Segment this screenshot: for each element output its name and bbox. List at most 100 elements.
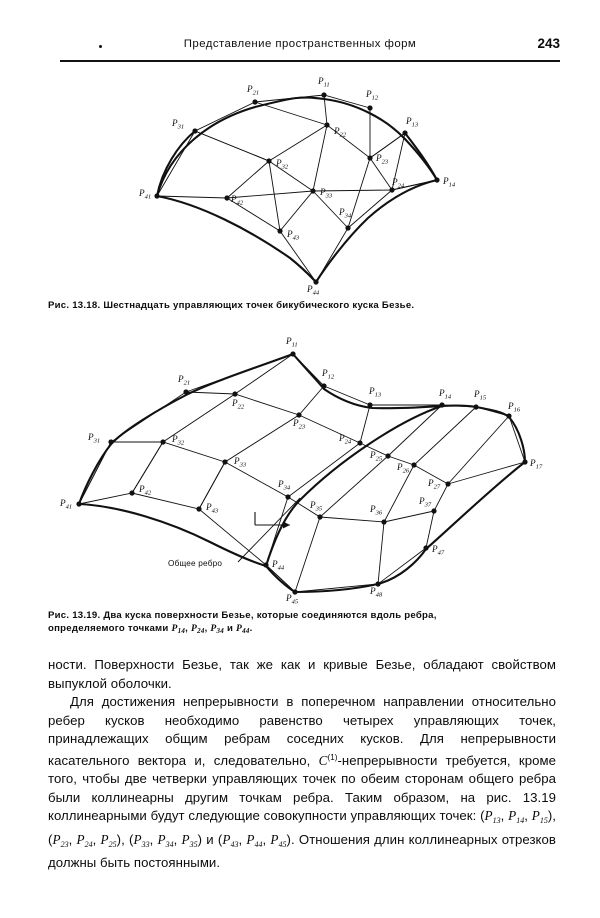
control-point-subscript: 12 <box>328 374 335 381</box>
control-point-label-p11: P11 <box>285 336 298 349</box>
figure-13-19-caption: Рис. 13.19. Два куска поверхности Безье,… <box>48 610 553 637</box>
control-point-label-p13: P13 <box>405 116 419 129</box>
page-number: 243 <box>537 36 560 51</box>
control-point-subscript: 34 <box>283 485 291 492</box>
collinear-point-p25: P25 <box>100 831 117 849</box>
collinear-point-subscript: 44 <box>254 839 263 849</box>
control-point-subscript: 33 <box>239 462 247 469</box>
control-point-subscript: 17 <box>536 464 543 471</box>
control-point-label-p22: P22 <box>333 126 347 139</box>
control-point-label-p12: P12 <box>365 89 379 102</box>
collinear-point-subscript: 24 <box>84 839 93 849</box>
control-point-subscript: 27 <box>434 484 441 491</box>
control-point-label-p42: P42 <box>230 194 244 207</box>
caption-1-prefix: Рис. 13.18. <box>48 300 101 311</box>
caption-point-subscript: 14 <box>177 626 186 635</box>
collinear-point-groups: (P13, P14, P15), (P23, P24, P25), (P33, … <box>48 808 556 849</box>
control-point-label-p21: P21 <box>177 374 190 387</box>
caption-2-line2-lead: определяемого точками <box>48 622 169 634</box>
collinear-point-p15: P15 <box>531 808 548 826</box>
caption-2-line1: Два куска поверхности Безье, которые сое… <box>103 610 437 621</box>
control-point-subscript: 41 <box>145 194 152 201</box>
control-point-label-p25: P25 <box>369 450 383 463</box>
control-point-subscript: 31 <box>177 124 185 131</box>
control-point-label-p35: P35 <box>309 500 323 513</box>
control-point-label-p36: P36 <box>369 504 383 517</box>
fig1-control-points <box>154 92 440 285</box>
collinear-point-subscript: 23 <box>60 839 69 849</box>
control-point-label-p24: P24 <box>338 433 352 446</box>
control-point-label-p14: P14 <box>442 176 456 189</box>
collinear-point-subscript: 34 <box>165 839 174 849</box>
control-point-subscript: 22 <box>238 404 245 411</box>
caption-2-point-list: P14, P24, P34 и P44. <box>171 622 253 635</box>
control-point-label-p22: P22 <box>231 398 245 411</box>
caption-point-subscript: 24 <box>197 626 205 635</box>
control-point-label-p43: P43 <box>286 229 300 242</box>
control-point-label-p41: P41 <box>59 498 72 511</box>
control-point-label-p12: P12 <box>321 368 335 381</box>
control-point-label-p33: P33 <box>319 187 333 200</box>
control-point-subscript: 31 <box>93 438 101 445</box>
collinear-point-subscript: 35 <box>189 839 198 849</box>
control-point-subscript: 13 <box>375 392 382 399</box>
collinear-point-subscript: 45 <box>278 839 287 849</box>
continuity-symbol: C <box>318 752 328 768</box>
caption-1-text: Шестнадцать управляющих точек бикубическ… <box>103 300 415 311</box>
control-point-subscript: 11 <box>292 342 298 349</box>
control-point-subscript: 47 <box>438 550 445 557</box>
collinear-point-subscript: 43 <box>230 839 239 849</box>
control-point-label-p41: P41 <box>138 188 151 201</box>
control-point-label-p33: P33 <box>233 456 247 469</box>
control-point-subscript: 26 <box>403 468 410 475</box>
control-point-subscript: 44 <box>313 290 320 297</box>
collinear-point-p44: P44 <box>246 831 263 849</box>
control-point-label-p31: P31 <box>87 432 100 445</box>
paragraph-2: Для достижения непрерывности в поперечно… <box>48 693 556 873</box>
control-point-subscript: 43 <box>293 235 300 242</box>
collinear-point-p43: P43 <box>222 831 239 849</box>
control-point-subscript: 41 <box>66 504 73 511</box>
control-point-label-p32: P32 <box>171 434 185 447</box>
paragraph-2-part-b: -непрерывности требуется, кроме того, чт… <box>48 752 556 824</box>
control-point-label-p44: P44 <box>271 559 285 572</box>
caption-point-p34: P34 <box>210 622 225 635</box>
control-point-label-p23: P23 <box>292 418 306 431</box>
control-point-subscript: 48 <box>376 592 383 599</box>
control-point-subscript: 25 <box>376 456 383 463</box>
page-title: Представление пространственных форм <box>183 38 417 50</box>
control-point-label-p31: P31 <box>171 118 184 131</box>
control-point-subscript: 23 <box>299 424 306 431</box>
caption-point-p14: P14 <box>171 622 186 635</box>
fig1-control-net <box>156 94 438 283</box>
header-rule <box>60 60 560 62</box>
control-point-label-p14: P14 <box>438 388 452 401</box>
control-point-subscript: 16 <box>514 407 521 414</box>
fig2-control-net <box>78 353 526 593</box>
control-point-subscript: 22 <box>340 132 347 139</box>
control-point-subscript: 42 <box>237 200 244 207</box>
control-point-label-p48: P48 <box>369 586 383 599</box>
control-point-subscript: 37 <box>424 502 432 509</box>
collinear-point-p13: P13 <box>484 808 501 826</box>
control-point-subscript: 32 <box>281 164 289 171</box>
caption-2-prefix: Рис. 13.19. <box>48 610 101 621</box>
collinear-point-p34: P34 <box>157 831 174 849</box>
continuity-superscript: (1) <box>327 752 338 762</box>
control-point-label-p27: P27 <box>427 478 441 491</box>
caption-point-p24: P24 <box>190 622 205 635</box>
control-point-label-p45: P45 <box>285 593 299 606</box>
common-edge-arrow-head <box>283 521 290 529</box>
collinear-point-subscript: 15 <box>539 816 548 826</box>
control-point-subscript: 44 <box>278 565 285 572</box>
paragraph-1: ности. Поверхности Безье, так же как и к… <box>48 657 556 691</box>
control-point-subscript: 13 <box>412 122 419 129</box>
collinear-point-subscript: 33 <box>141 839 150 849</box>
control-point-subscript: 14 <box>445 394 452 401</box>
paragraph-2-part-a: Для достижения непрерывности в поперечно… <box>48 694 556 768</box>
common-edge-label: Общее ребро <box>168 559 222 568</box>
control-point-label-p16: P16 <box>507 401 521 414</box>
control-point-label-p15: P15 <box>473 389 487 402</box>
